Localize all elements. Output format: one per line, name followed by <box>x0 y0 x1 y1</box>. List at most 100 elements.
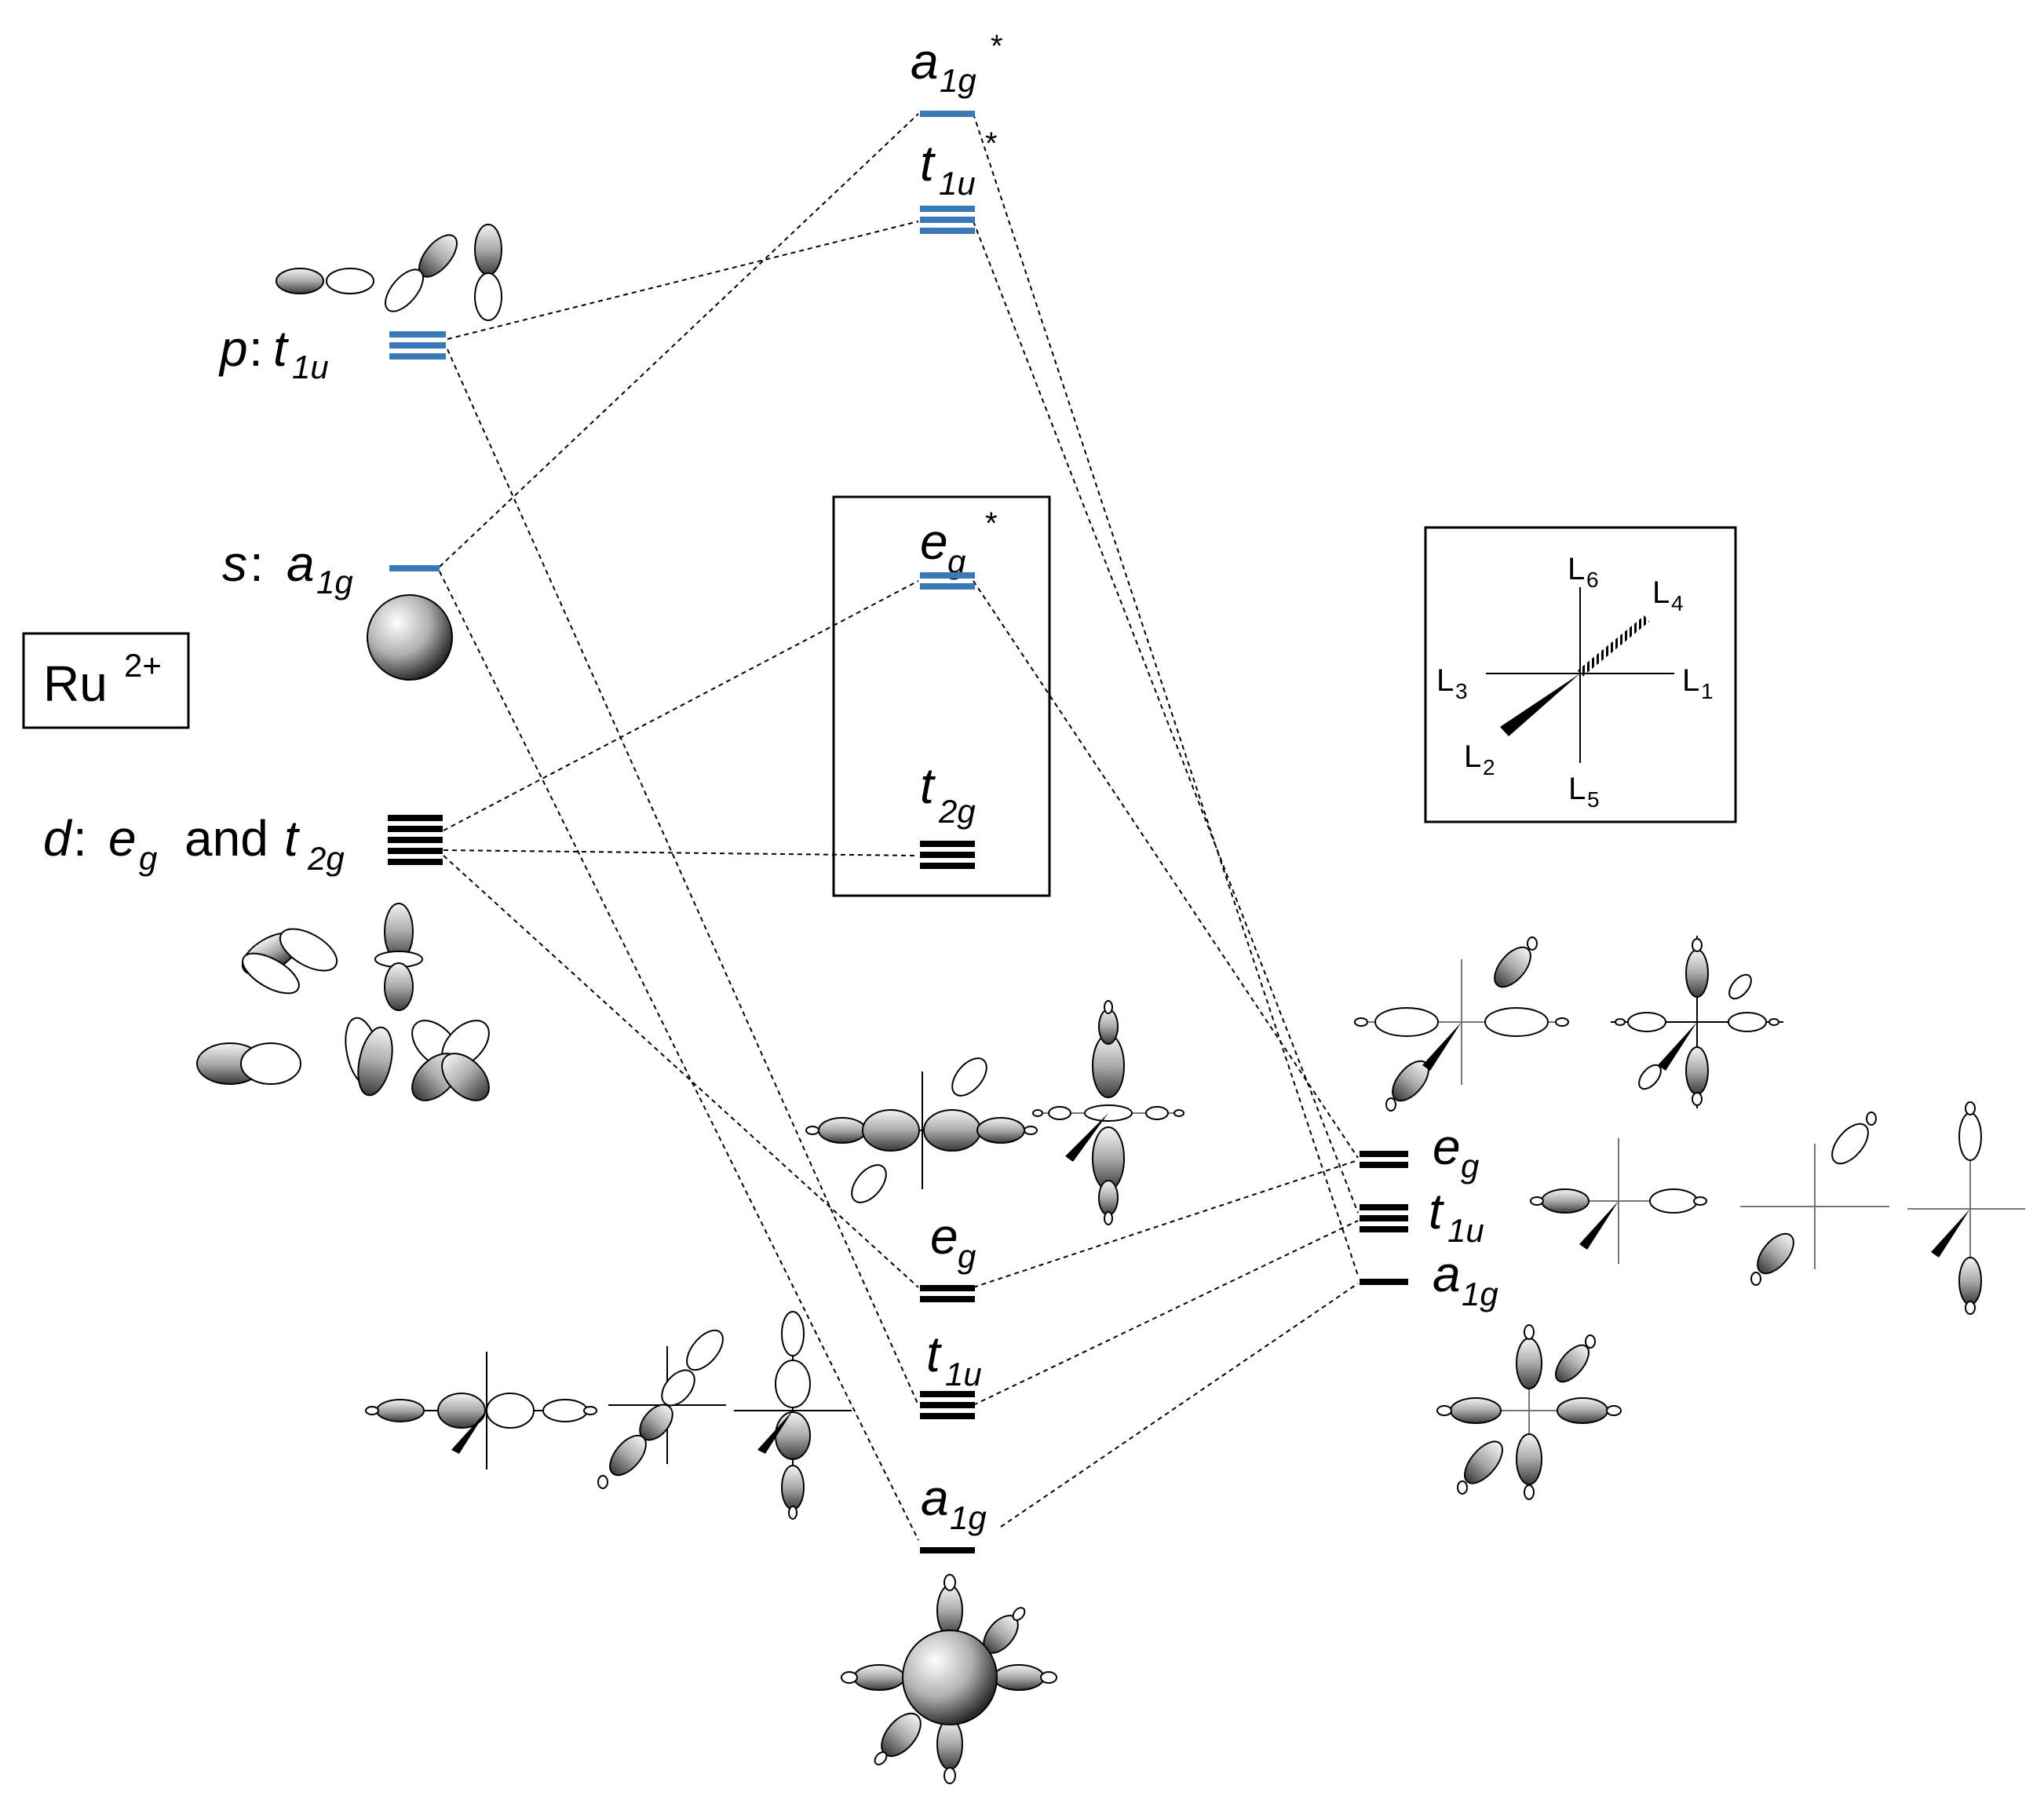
conn-d-t2g <box>443 849 919 856</box>
ligand-label-L1: L 1 <box>1682 663 1714 703</box>
d-conj: and <box>184 810 268 867</box>
conn-a1g-lig <box>1000 1283 1359 1528</box>
ligand-label-L3: L 3 <box>1436 663 1468 703</box>
svg-text:6: 6 <box>1586 568 1599 592</box>
t1u-sym: t <box>926 1326 942 1382</box>
correlation-lines <box>439 113 1359 1541</box>
t1u-bonding-orbital-icons <box>365 1311 852 1520</box>
d-level-lines <box>388 815 443 865</box>
svg-text::: : <box>250 535 264 592</box>
t1u-star-sub: 1u <box>939 165 976 202</box>
svg-text::: : <box>249 320 263 377</box>
mo-t2g: t 2g <box>920 758 976 869</box>
p-prefix: p <box>218 320 248 377</box>
ligand-a1g: a 1g <box>1360 1246 1498 1312</box>
svg-text:2: 2 <box>1483 755 1495 779</box>
eg-star-sub: g <box>947 543 965 580</box>
t1u-sub: 1u <box>945 1356 982 1393</box>
ligand-eg-salc-icons <box>1354 936 1783 1112</box>
eg-sym: e <box>930 1208 958 1265</box>
lig-eg-sub: g <box>1461 1148 1479 1185</box>
conn-d-eg-star <box>443 580 919 831</box>
svg-text:L: L <box>1682 663 1699 698</box>
metal-ion-label: Ru 2+ <box>22 632 190 729</box>
eg-sub: g <box>958 1238 976 1275</box>
ligand-eg: e g <box>1360 1119 1479 1185</box>
mo-a1g: a 1g <box>920 1469 987 1553</box>
d-sym1: e <box>108 810 137 867</box>
svg-text:L: L <box>1464 739 1481 774</box>
mo-eg: e g <box>920 1208 976 1302</box>
d-orbital-icons <box>196 903 490 1101</box>
s-prefix: s <box>222 535 247 592</box>
ligand-t1u: t 1u <box>1360 1183 1484 1249</box>
metal-p-orbitals: p : t 1u <box>218 224 502 385</box>
ligand-t1u-salc-icons <box>1530 1101 2025 1315</box>
ligand-field-box <box>832 495 1051 897</box>
mo-t1u: t 1u <box>920 1326 982 1419</box>
svg-text:5: 5 <box>1587 787 1600 812</box>
conn-p-t1u-star <box>447 221 919 340</box>
conn-s-a1g-star <box>439 113 919 568</box>
ligand-label-L2: L 2 <box>1464 739 1495 779</box>
d-sym2: t <box>284 810 300 867</box>
conn-t1u-star-lig <box>973 221 1359 1214</box>
t2g-sub: 2g <box>938 793 976 830</box>
metal-symbol: Ru <box>43 655 108 712</box>
s-sym: a <box>287 535 315 592</box>
p-sub: 1u <box>292 349 329 385</box>
ligand-a1g-salc-icon <box>1436 1324 1622 1500</box>
d-prefix: d <box>43 810 73 867</box>
metal-charge: 2+ <box>124 647 162 684</box>
svg-text:L: L <box>1568 772 1586 806</box>
conn-p-t1u <box>447 349 919 1406</box>
a1g-bonding-orbital-icon <box>841 1574 1057 1784</box>
mo-eg-star: e g * <box>920 506 998 590</box>
p-orbital-icons <box>276 224 502 321</box>
d-sub1: g <box>139 840 157 877</box>
a1g-star-mark: * <box>991 29 1003 64</box>
metal-s-orbital: s : a 1g <box>222 535 453 681</box>
conn-eg-star-lig <box>973 580 1359 1159</box>
ligand-label-L6: L 6 <box>1568 552 1599 592</box>
conn-eg-lig <box>973 1159 1359 1288</box>
p-sym: t <box>273 320 289 377</box>
svg-text::: : <box>73 810 87 867</box>
conn-a1g-star-lig <box>973 113 1359 1276</box>
eg-star-mark: * <box>985 506 998 541</box>
conn-s-a1g <box>439 571 919 1541</box>
conn-t1u-lig <box>973 1220 1359 1406</box>
eg-star-sym: e <box>920 513 948 570</box>
svg-text:L: L <box>1436 663 1454 698</box>
p-level-lines <box>389 331 446 360</box>
a1g-sub: 1g <box>950 1499 987 1536</box>
d-sub2: 2g <box>307 840 345 877</box>
svg-text:L: L <box>1652 575 1670 610</box>
mo-a1g-star: a 1g * <box>911 29 1003 117</box>
metal-d-orbitals: d : e g and t 2g <box>43 810 490 1101</box>
s-sphere-icon <box>367 594 453 681</box>
svg-text:1: 1 <box>1701 679 1714 703</box>
lig-t1u-sub: 1u <box>1447 1212 1484 1249</box>
ligand-geometry-box: L 6 L 4 L 3 L 1 L 2 L 5 <box>1424 526 1737 823</box>
t1u-star-sym: t <box>920 135 936 192</box>
svg-text:L: L <box>1568 552 1585 586</box>
a1g-sym: a <box>921 1469 949 1526</box>
s-sub: 1g <box>316 564 353 601</box>
lig-eg-sym: e <box>1433 1119 1461 1175</box>
ligand-label-L4: L 4 <box>1652 575 1684 615</box>
mo-t1u-star: t 1u * <box>920 126 998 234</box>
a1g-star-sym: a <box>911 33 939 89</box>
svg-text:3: 3 <box>1455 679 1468 703</box>
lig-a1g-sub: 1g <box>1462 1276 1498 1312</box>
t1u-star-mark: * <box>985 126 998 161</box>
conn-d-eg <box>443 855 919 1288</box>
t2g-sym: t <box>920 758 936 814</box>
eg-bonding-orbital-icons <box>805 1000 1184 1225</box>
lig-a1g-sym: a <box>1433 1246 1461 1302</box>
svg-text:4: 4 <box>1671 591 1684 615</box>
a1g-star-sub: 1g <box>940 62 976 99</box>
ligand-label-L5: L 5 <box>1568 772 1600 812</box>
lig-t1u-sym: t <box>1429 1183 1444 1239</box>
